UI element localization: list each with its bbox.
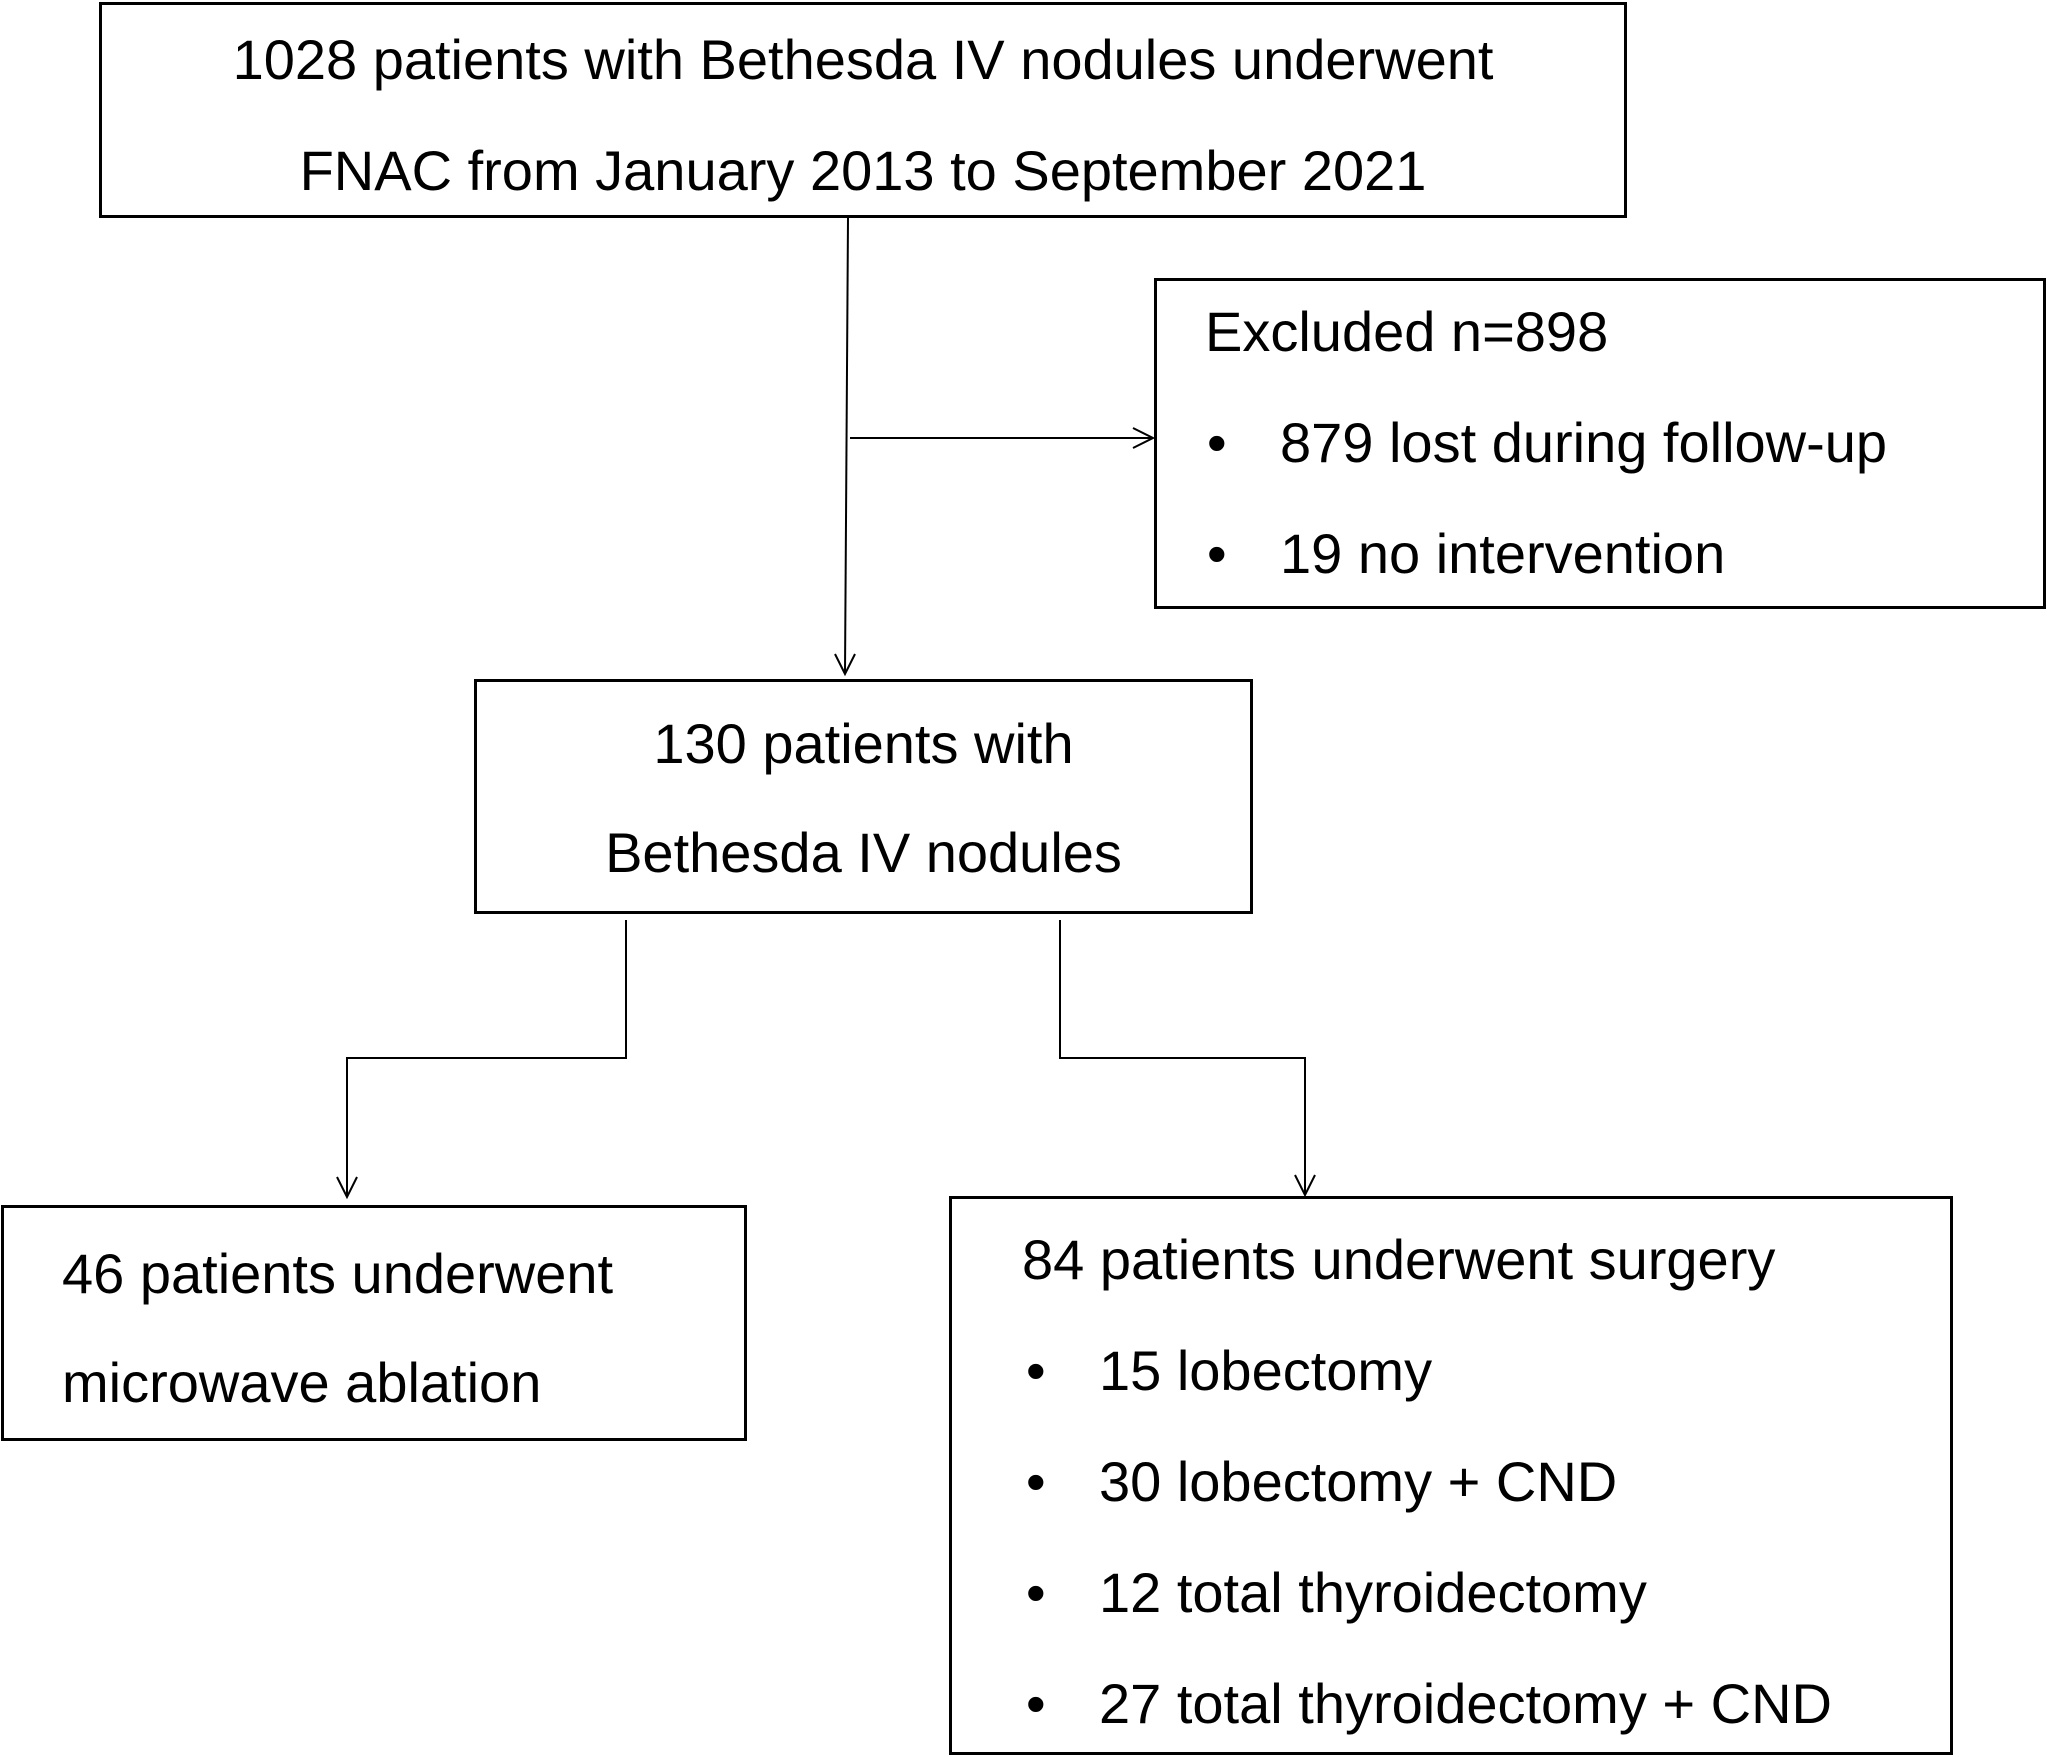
enrollment-line-2: FNAC from January 2013 to September 2021 [299, 139, 1427, 202]
surgery-branch-line [1059, 920, 1306, 1194]
ablation-box: 46 patients underwent microwave ablation [1, 1205, 747, 1441]
main-flow-line [844, 217, 849, 673]
ablation-line-1: 46 patients underwent [62, 1242, 614, 1305]
excluded-box: Excluded n=898 • 879 lost during follow-… [1154, 278, 2046, 609]
surgery-arrowhead [1294, 1174, 1316, 1198]
bullet-icon: • [1207, 522, 1227, 585]
cohort-box: 130 patients with Bethesda IV nodules [474, 679, 1253, 914]
bullet-icon: • [1207, 411, 1227, 474]
enrollment-box: 1028 patients with Bethesda IV nodules u… [99, 2, 1627, 218]
cohort-line-1: 130 patients with [653, 712, 1074, 775]
bullet-icon: • [1026, 1672, 1046, 1735]
surgery-item: 15 lobectomy [1099, 1339, 1433, 1402]
surgery-item: 12 total thyroidectomy [1099, 1561, 1647, 1624]
surgery-title: 84 patients underwent surgery [1022, 1228, 1776, 1291]
cohort-line-2: Bethesda IV nodules [605, 821, 1122, 884]
bullet-icon: • [1026, 1561, 1046, 1624]
surgery-box: 84 patients underwent surgery • 15 lobec… [949, 1196, 1953, 1755]
excluded-item: 19 no intervention [1280, 522, 1726, 585]
excluded-title: Excluded n=898 [1205, 300, 1609, 363]
enrollment-line-1: 1028 patients with Bethesda IV nodules u… [232, 28, 1494, 91]
main-flow-arrowhead [834, 653, 856, 677]
excluded-item: 879 lost during follow-up [1280, 411, 1888, 474]
surgery-item: 30 lobectomy + CND [1099, 1450, 1618, 1513]
surgery-item: 27 total thyroidectomy + CND [1099, 1672, 1832, 1735]
bullet-icon: • [1026, 1339, 1046, 1402]
exclusion-arrowhead [1132, 427, 1156, 449]
ablation-arrowhead [336, 1176, 358, 1200]
bullet-icon: • [1026, 1450, 1046, 1513]
ablation-branch-line [346, 920, 627, 1196]
ablation-line-2: microwave ablation [62, 1351, 542, 1414]
